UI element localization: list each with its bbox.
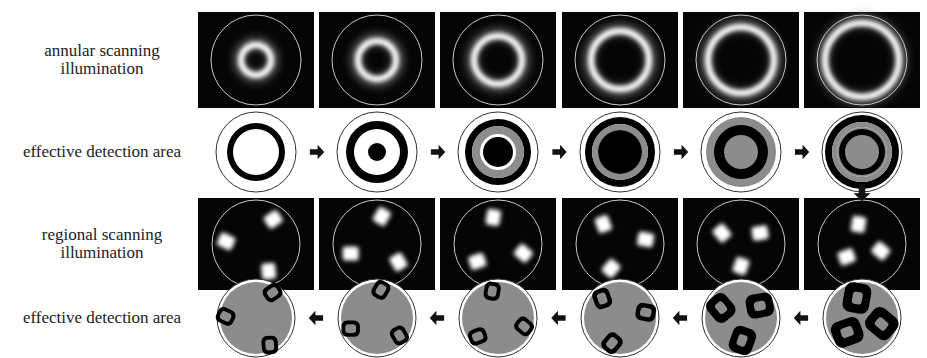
- flow-arrow: [673, 311, 687, 325]
- detection-area: [338, 279, 416, 357]
- detection-area: [337, 112, 417, 192]
- detection-area: [458, 112, 538, 192]
- flow-arrow: [795, 145, 809, 159]
- flow-arrow: [309, 311, 323, 325]
- illumination-photo: [683, 12, 799, 108]
- illumination-photo: [804, 198, 920, 290]
- flow-arrow: [431, 145, 445, 159]
- illumination-photo: [440, 198, 556, 290]
- detection-area: [822, 112, 902, 192]
- detection-area: [702, 279, 780, 357]
- illumination-photo: [683, 198, 799, 290]
- illumination-photo: [804, 12, 920, 108]
- illumination-photo: [562, 198, 678, 290]
- detection-area: [216, 279, 295, 357]
- detection-area: [580, 112, 660, 192]
- flow-arrow: [674, 145, 688, 159]
- detection-area: [216, 112, 296, 192]
- flow-arrow: [552, 145, 566, 159]
- illumination-photo: [562, 12, 678, 108]
- detection-area: [459, 279, 537, 357]
- row-label: effective detection area: [16, 143, 188, 161]
- illumination-photo: [319, 12, 435, 108]
- illumination-photo: [440, 12, 556, 108]
- illumination-photo: [198, 198, 314, 290]
- row-label: regional scanning illumination: [16, 226, 188, 263]
- row-label: effective detection area: [16, 309, 188, 327]
- flow-arrow: [794, 311, 808, 325]
- row-label: annular scanning illumination: [16, 42, 188, 79]
- illumination-photo: [198, 12, 314, 108]
- flow-arrow: [430, 311, 444, 325]
- flow-arrow: [310, 145, 324, 159]
- detection-area: [823, 279, 901, 357]
- detection-area: [581, 279, 659, 357]
- detection-area: [701, 112, 781, 192]
- flow-arrow: [854, 184, 871, 201]
- illumination-photo: [319, 198, 435, 290]
- flow-arrow: [551, 311, 565, 325]
